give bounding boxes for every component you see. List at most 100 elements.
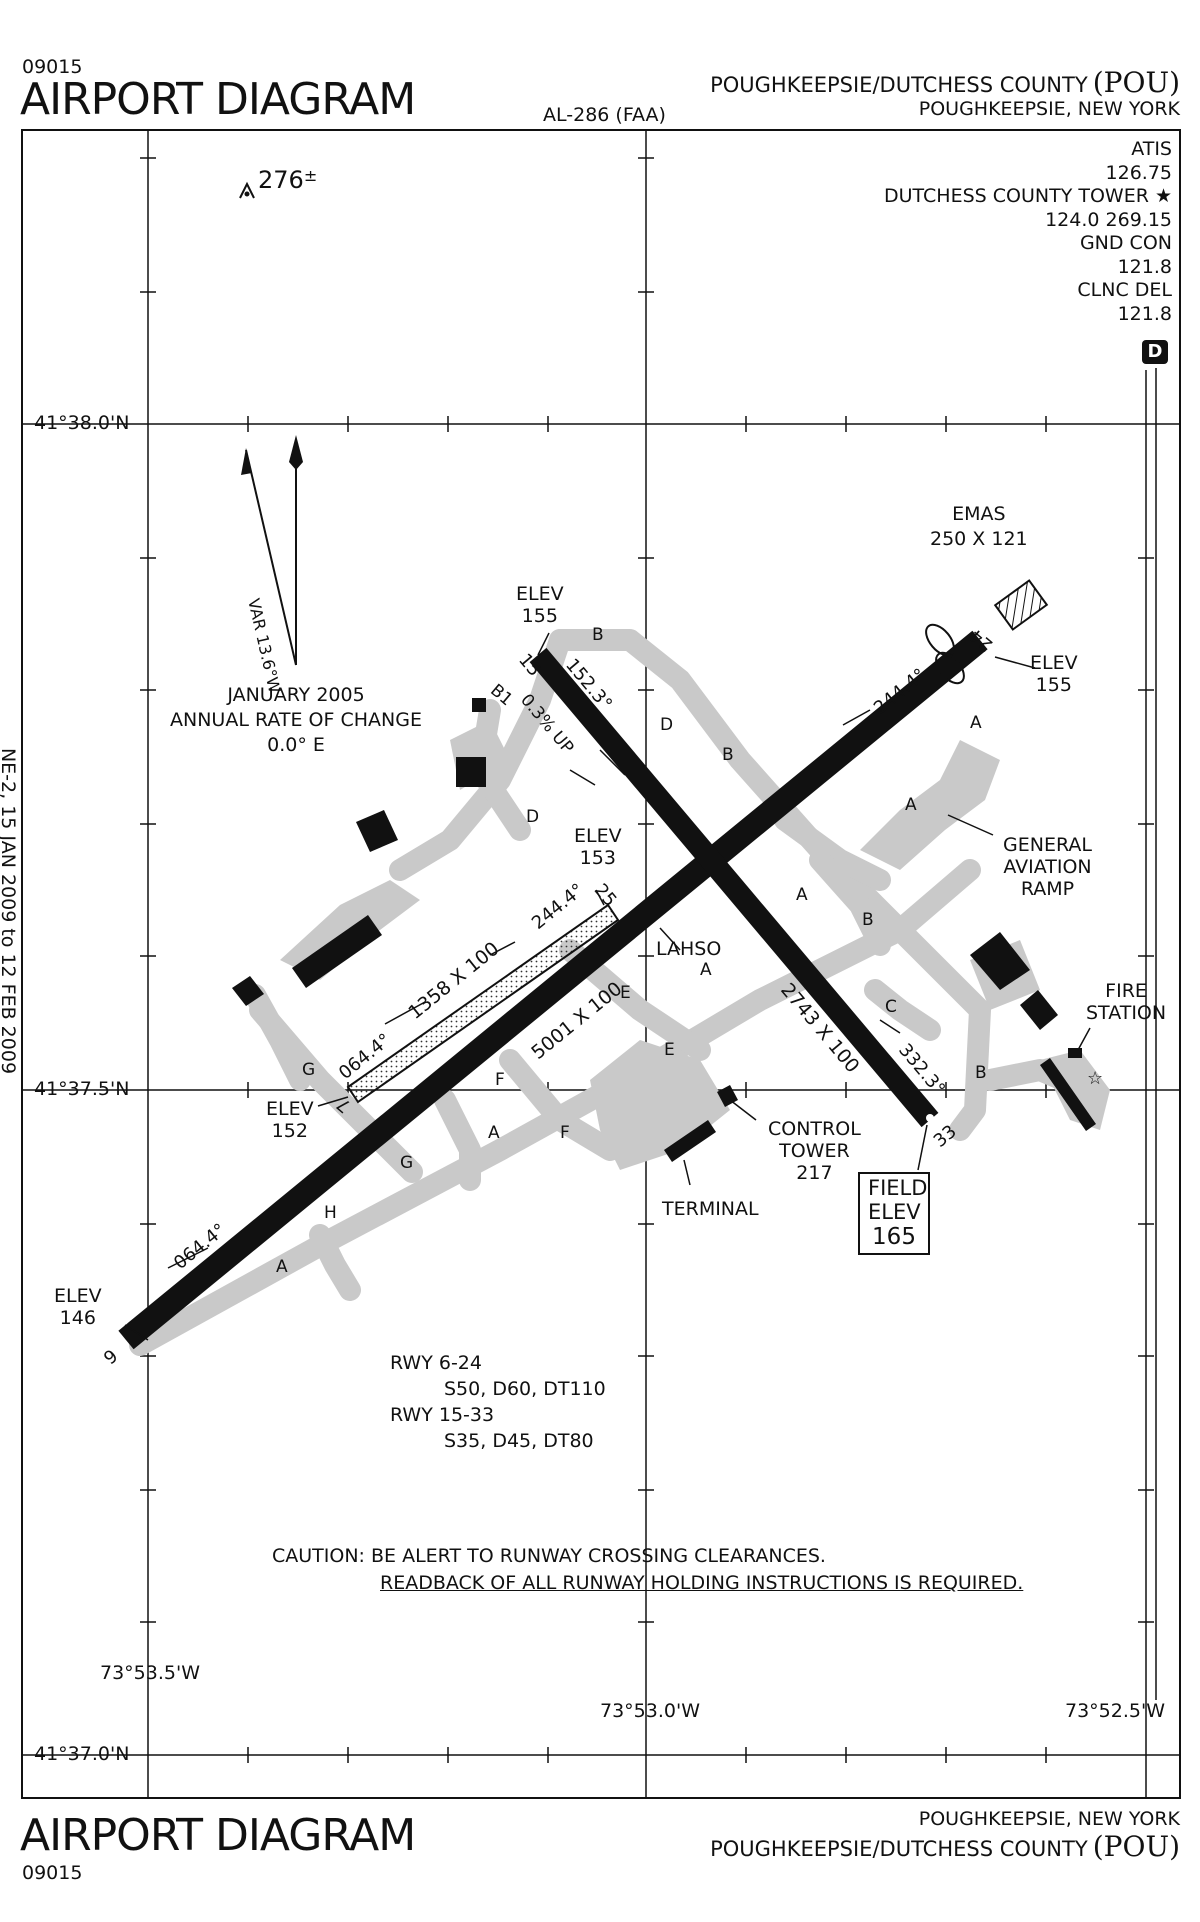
elev-value: 155	[1035, 674, 1072, 696]
var-label: VAR 13.6°W	[244, 597, 284, 695]
chart-title: AIRPORT DIAGRAM	[20, 74, 416, 125]
taxiway-label: D	[526, 807, 539, 827]
taxiway-f-east	[499, 1049, 621, 1161]
faa-id: AL-286 (FAA)	[543, 104, 666, 126]
taxiway-label: G	[400, 1153, 413, 1173]
lon-mid-label: 73°53.0'W	[600, 1700, 700, 1722]
obstacle-height: 276	[258, 166, 304, 194]
field-elev-line: ELEV	[868, 1200, 921, 1225]
caution-block: CAUTION: BE ALERT TO RUNWAY CROSSING CLE…	[272, 1543, 1023, 1597]
apron-terminal	[590, 1040, 730, 1170]
taxiway-label: B	[592, 625, 604, 645]
footer-airport-code: (POU)	[1092, 1830, 1180, 1863]
gnd-label: GND CON	[1079, 232, 1172, 254]
rwy-end-25: 25	[590, 880, 621, 911]
taxiway-label: B	[862, 910, 874, 930]
lahso-label: LAHSO	[656, 938, 722, 960]
taxiway-label: E	[664, 1040, 675, 1060]
lat-lon-grid	[22, 130, 1180, 1798]
field-elev-value: 165	[872, 1224, 916, 1251]
building-ga-large	[970, 932, 1030, 990]
fire-station-label: FIRE STATION	[1086, 980, 1166, 1024]
control-tower-line: TOWER	[779, 1140, 850, 1162]
building-west-small	[232, 976, 264, 1006]
elev-15-label: ELEV 155	[516, 583, 564, 627]
ga-ramp-line: AVIATION	[1003, 856, 1092, 878]
ga-ramp-line: RAMP	[1020, 878, 1075, 900]
strength-rwy1-values: S50, D60, DT110	[444, 1378, 606, 1400]
runway-6-24	[118, 630, 988, 1350]
building-north	[456, 757, 486, 787]
taxiway-label: A	[970, 713, 982, 733]
taxiway-labels: B B1 D D B A A A B E E C B G F A F G H A…	[276, 625, 987, 1277]
footer-title: AIRPORT DIAGRAM	[20, 1810, 416, 1861]
taxiway-label: F	[560, 1123, 570, 1143]
magnetic-rate: 0.0° E	[267, 734, 325, 756]
taxiway-label: F	[495, 1070, 505, 1090]
control-tower-label: CONTROL TOWER 217	[768, 1118, 861, 1184]
strength-rwy1: RWY 6-24	[390, 1352, 482, 1374]
d-badge: D	[1142, 340, 1168, 364]
lon-right-label: 73°52.5'W	[1065, 1700, 1165, 1722]
emas-title: EMAS	[952, 503, 1006, 525]
emas-area	[993, 579, 1049, 631]
elev-value: 153	[579, 847, 616, 869]
obstacle-label: 276±	[258, 166, 317, 194]
general-aviation-ramp-area	[860, 740, 1000, 870]
elev-text: ELEV	[516, 583, 564, 605]
clnc-freq: 121.8	[1117, 302, 1172, 325]
ga-ramp-line: GENERAL	[1003, 834, 1092, 856]
star-outline-icon: ☆	[1087, 1068, 1104, 1089]
fire-station-line: STATION	[1086, 1002, 1167, 1024]
taxiway-label: B	[722, 745, 734, 765]
magnetic-rate-label: ANNUAL RATE OF CHANGE	[170, 709, 422, 731]
footer-number: 09015	[22, 1862, 83, 1884]
taxiway-c	[864, 979, 941, 1041]
taxiway-b-connector	[809, 849, 891, 956]
taxiway-g-west	[244, 984, 311, 1091]
runway-33-marker	[926, 1114, 934, 1122]
taxiway-f-west	[434, 1089, 481, 1191]
elev-6-label: ELEV 146	[54, 1285, 102, 1329]
var-arrow-line	[245, 449, 297, 666]
taxiway-label: E	[620, 983, 631, 1003]
airport-city: POUGHKEEPSIE, NEW YORK	[918, 98, 1180, 120]
taxiway-label: A	[796, 885, 808, 905]
emas-label: EMAS 250 X 121	[930, 502, 1028, 552]
magnetic-date: JANUARY 2005	[227, 684, 365, 706]
tower-label: DUTCHESS COUNTY TOWER	[884, 185, 1149, 207]
elev-value: 146	[59, 1307, 96, 1329]
building-west-long	[292, 915, 382, 988]
buildings	[232, 698, 1096, 1162]
caution-line1: BE ALERT TO RUNWAY CROSSING CLEARANCES.	[371, 1545, 826, 1567]
taxiway-h	[309, 1224, 361, 1301]
footer-airport-name: POUGHKEEPSIE/DUTCHESS COUNTY	[710, 1837, 1088, 1861]
control-tower-line: CONTROL	[768, 1118, 861, 1140]
caution-prefix: CAUTION:	[272, 1545, 365, 1567]
lat-top-label: 41°38.0'N	[34, 412, 130, 434]
elev-value: 152	[271, 1120, 308, 1142]
tower-row: DUTCHESS COUNTY TOWER ★	[884, 185, 1172, 209]
building-b1	[472, 698, 486, 712]
field-elev-line: FIELD	[868, 1176, 928, 1200]
airport-code: (POU)	[1092, 66, 1180, 99]
windsock-icon-2	[935, 651, 965, 685]
caution-line2: READBACK OF ALL RUNWAY HOLDING INSTRUCTI…	[380, 1572, 1024, 1594]
map-frame	[21, 129, 1181, 1799]
taxiway-label: B	[975, 1063, 987, 1083]
tower-freq: 124.0 269.15	[1045, 208, 1172, 231]
star-icon: ★	[1154, 185, 1172, 207]
building-fire	[1068, 1048, 1082, 1058]
strength-rwy2: RWY 15-33	[390, 1404, 495, 1426]
effective-date-side-text: NE-2, 15 JAN 2009 to 12 FEB 2009	[0, 747, 19, 1075]
terminal-label: TERMINAL	[662, 1198, 759, 1220]
leader-lines	[124, 632, 1091, 1341]
control-tower-line: 217	[796, 1162, 833, 1184]
lat-bottom-label: 41°37.0'N	[34, 1743, 130, 1765]
ga-ramp-label: GENERAL AVIATION RAMP	[1003, 834, 1092, 900]
building-fire-long	[1040, 1058, 1096, 1131]
elev-value: 155	[521, 605, 558, 627]
taxiway-label: D	[660, 715, 673, 735]
var-arrow-head	[241, 448, 252, 475]
